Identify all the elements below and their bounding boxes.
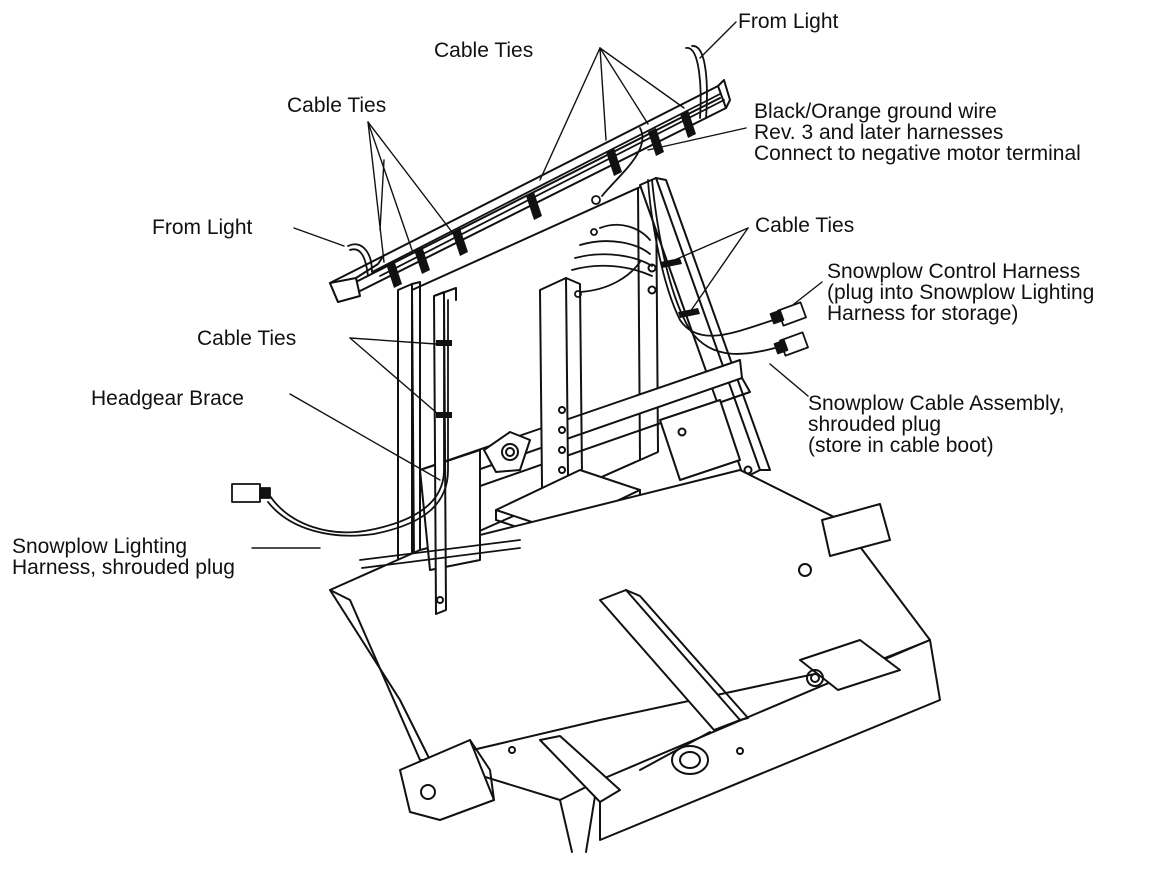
spring-assembly [599,589,749,775]
right-pivot-ear [798,503,901,691]
left-pivot-ear [399,735,621,821]
callout-from-light-left: From Light [152,216,253,239]
callout-cable-ties-right: Cable Ties [755,214,855,237]
cable-assembly-line-1: Snowplow Cable Assembly, [808,392,1065,415]
lighting-harness-wire-2 [267,299,449,537]
control-harness-line-2: (plug into Snowplow Lighting [827,281,1095,304]
right-leg [639,177,771,479]
callout-cable-ties-left: Cable Ties [287,94,387,117]
lighting-harness-line-1: Snowplow Lighting [12,535,188,558]
cable-tie [452,228,468,256]
headgear-brace [433,287,457,615]
cable-tie [678,308,700,318]
cable-tie [680,110,696,138]
cable-tie [660,258,682,268]
ground-wire-line-1: Black/Orange ground wire [754,100,997,123]
leader-lines [251,21,823,549]
control-harness-line-1: Snowplow Control Harness [827,260,1081,283]
crossbar-harness [371,93,721,273]
from-light-left-wire-2 [349,248,369,277]
from-light-top-wire [685,47,702,119]
control-harness-line-3: Harness for storage) [827,302,1019,325]
cable-tie [436,412,452,418]
cable-tie [414,246,430,274]
callout-cable-assembly: Snowplow Cable Assembly, shrouded plug (… [808,393,1064,456]
control-harness-wire [647,179,781,337]
cable-assembly-line-2: shrouded plug [808,413,942,436]
callout-ground-wire: Black/Orange ground wire Rev. 3 and late… [754,101,1081,164]
cable-tie [648,128,664,156]
right-gusset [659,399,741,481]
callout-from-light-top: From Light [738,10,839,33]
ground-wire-line-2: Rev. 3 and later harnesses [754,121,1004,144]
lighting-harness-line-2: Harness, shrouded plug [12,556,235,579]
cable-ties [386,110,700,418]
callout-headgear-brace: Headgear Brace [91,387,244,410]
from-light-left-wire [347,243,373,273]
callout-lighting-harness: Snowplow Lighting Harness, shrouded plug [12,536,235,578]
callout-cable-ties-top: Cable Ties [434,39,534,62]
cable-tie [436,340,452,346]
left-upright [397,281,421,597]
headgear-frame [329,79,941,853]
cable-tie [386,260,402,288]
cable-assembly-wire [651,179,783,355]
cable-assembly-line-3: (store in cable boot) [808,434,994,457]
callout-control-harness: Snowplow Control Harness (plug into Snow… [827,261,1094,324]
wire-harnesses [231,45,809,569]
crossbar-harness-2 [379,99,725,277]
cable-tie [606,148,622,176]
ground-wire [601,127,644,197]
cable-tie [526,192,542,220]
lighting-harness-wire [269,299,445,534]
callout-cable-ties-mid: Cable Ties [197,327,297,350]
from-light-top-wire-2 [691,45,708,119]
ground-wire-line-3: Connect to negative motor terminal [754,142,1081,165]
